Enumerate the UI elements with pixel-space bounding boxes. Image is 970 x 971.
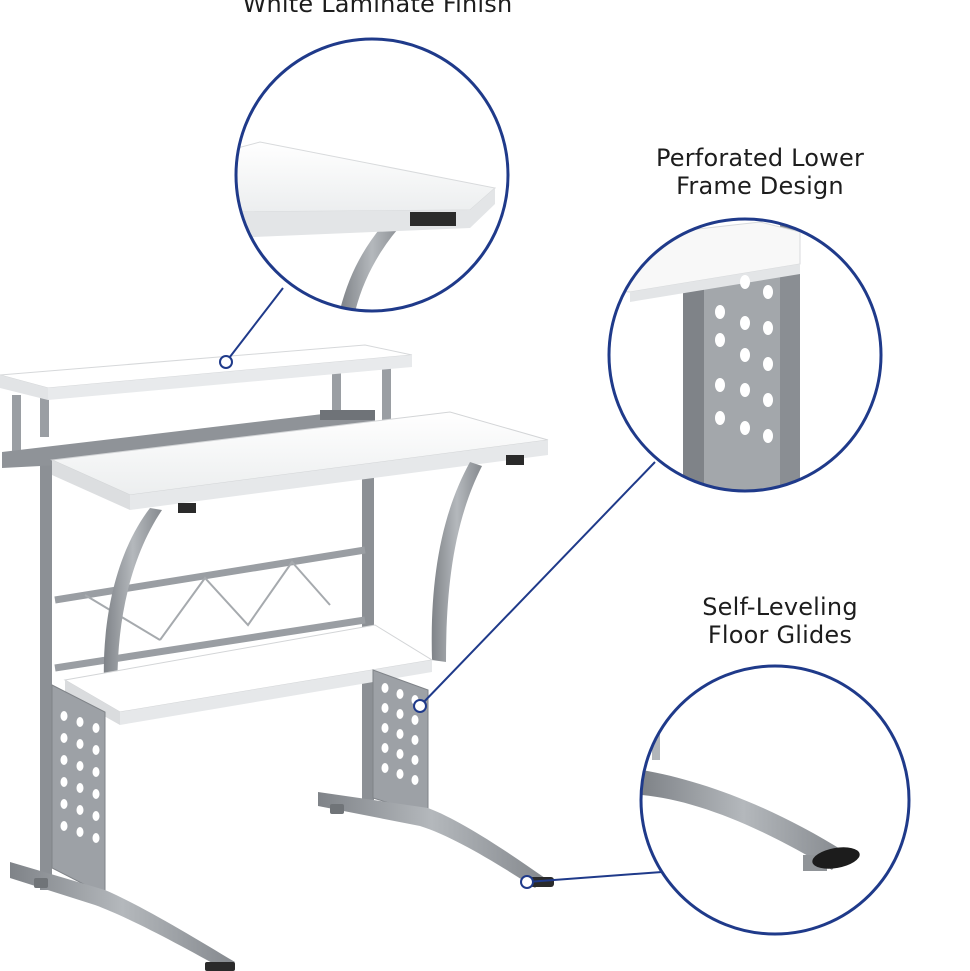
callout-label-line: Frame Design [676,172,844,200]
desk [0,344,554,971]
right-perforated-panel [372,669,429,816]
main-desktop [50,411,549,513]
callout-label-perforated: Perforated Lower Frame Design [610,144,910,200]
left-perforated-panel [51,684,106,896]
hutch-shelf [0,344,413,400]
zoom-circle-glides [639,664,911,936]
callout-label-line: Self-Leveling [702,593,858,621]
callout-label-line: Perforated Lower [655,144,865,172]
anchor-dot-perforated [413,699,427,713]
zoom-circle-laminate [234,37,510,313]
callout-label-line: Floor Glides [707,621,853,649]
desk-back-left-post [40,460,52,890]
lower-shelf [63,624,434,725]
right-foot [318,792,545,888]
callout-connectors [225,287,663,883]
callout-label-glides: Self-Leveling Floor Glides [640,593,920,649]
zoom-circle-perforated [607,217,883,493]
anchor-dot-glides [520,875,534,889]
anchor-dot-top [219,355,233,369]
left-foot [10,862,235,970]
callout-label-line: White Laminate Finish [242,0,513,18]
callout-label-laminate: White Laminate Finish [190,0,565,18]
